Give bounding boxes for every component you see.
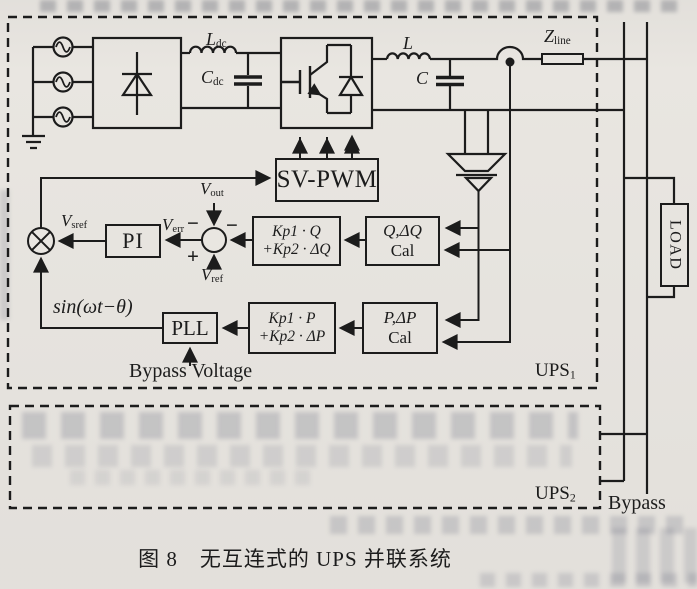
dc-link-filter [181, 45, 281, 110]
zline-label: Zline [544, 26, 571, 48]
p-droop-line1: Kp1 · P [268, 310, 316, 328]
pi-label: PI [122, 228, 144, 254]
bypass-voltage-label: Bypass Voltage [129, 360, 253, 382]
multiplier-junction [27, 227, 55, 255]
vref-label: Vref [201, 265, 224, 285]
load-label: LOAD [666, 219, 684, 271]
q-cal-line2: Cal [390, 241, 415, 260]
control-wiring [33, 137, 365, 366]
cdc-label: Cdc [201, 67, 224, 89]
sensor-transducer-icon [445, 110, 508, 193]
minus-sign-top: − [187, 211, 199, 235]
vout-label: Vout [200, 179, 224, 199]
q-droop-gain-block: Kp1 · Q +Kp2 · ΔQ [252, 216, 341, 266]
p-cal-line2: Cal [388, 328, 412, 347]
p-cal-line1: P,ΔP [383, 308, 417, 328]
sv-pwm-label: SV-PWM [276, 165, 378, 193]
q-calculation-block: Q,ΔQ Cal [365, 216, 440, 266]
ground-icon [22, 134, 45, 150]
p-droop-gain-block: Kp1 · P +Kp2 · ΔP [248, 302, 336, 354]
ups1-label: UPS1 [535, 360, 576, 382]
ldc-label: Ldc [206, 29, 227, 51]
ups2-label: UPS2 [535, 483, 576, 505]
measurement-lines [441, 62, 511, 350]
p-calculation-block: P,ΔP Cal [362, 302, 438, 354]
bypass-label: Bypass [608, 492, 666, 514]
q-cal-line1: Q,ΔQ [383, 221, 422, 241]
filter-capacitor-label: C [416, 68, 429, 88]
sin-term-label: sin(ωt−θ) [53, 296, 133, 318]
inverter-block [279, 36, 374, 130]
p-droop-line2: +Kp2 · ΔP [258, 328, 326, 345]
pll-label: PLL [171, 315, 209, 340]
pll-block: PLL [162, 312, 218, 344]
summing-junction [201, 227, 227, 253]
figure-caption: 图 8 无互连式的 UPS 并联系统 [138, 547, 452, 571]
bus-lines [601, 22, 676, 494]
load-block: LOAD [660, 203, 689, 287]
minus-sign-right: − [226, 213, 238, 237]
pi-controller-block: PI [105, 224, 161, 258]
rectifier-block [91, 36, 183, 130]
ups2-boundary [8, 404, 602, 510]
q-droop-line2: +Kp2 · ΔQ [262, 241, 331, 258]
plus-sign-bottom: + [187, 244, 199, 268]
zline-resistor [541, 53, 584, 65]
sv-pwm-block: SV-PWM [275, 158, 379, 202]
q-droop-line1: Kp1 · Q [272, 223, 321, 241]
filter-inductor-label: L [403, 33, 414, 53]
vsref-label: Vsref [61, 211, 88, 231]
verr-label: Verr [162, 215, 185, 235]
ac-source-icons [31, 36, 93, 136]
output-filter-and-line [372, 45, 647, 112]
